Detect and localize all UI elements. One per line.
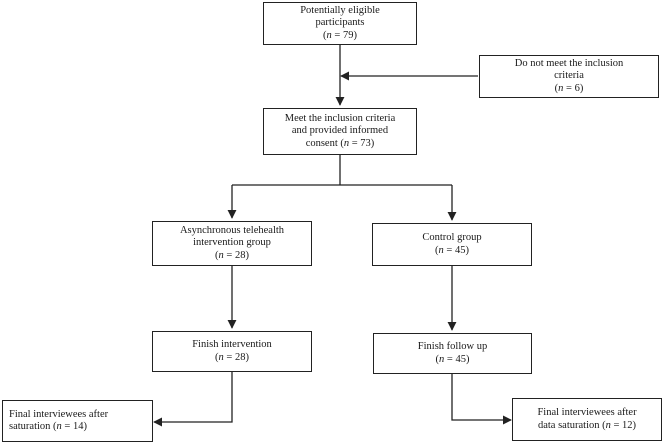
interviewees-intervention-n-symbol: n	[56, 421, 62, 432]
consented-line-3: consent (n = 73)	[306, 138, 375, 151]
eligible-count: (n = 79)	[323, 29, 357, 41]
eligible-n-value: = 79	[331, 29, 354, 41]
finish-followup-box: Finish follow up (n = 45)	[373, 333, 532, 374]
excluded-n-symbol: n	[558, 82, 564, 94]
control-group-box: Control group (n = 45)	[372, 223, 532, 266]
interviewees-control-line-1: Final interviewees after	[537, 407, 637, 418]
finish-intervention-line-1: Finish intervention	[192, 339, 272, 350]
interviewees-intervention-n-value: = 14)	[61, 421, 87, 432]
finish-followup-count: (n = 45)	[435, 353, 470, 365]
excluded-n-value: = 6	[563, 82, 580, 94]
intervention-group-count: (n = 28)	[215, 249, 249, 261]
consented-box: Meet the inclusion criteria and provided…	[263, 108, 417, 155]
control-group-count: (n = 45)	[435, 244, 469, 256]
interviewees-intervention-line-1: Final interviewees after	[9, 408, 109, 420]
interviewees-intervention-box: Final interviewees after saturation (n =…	[2, 400, 153, 442]
consented-n-value: = 73)	[349, 137, 375, 149]
interviewees-intervention-line-2-text: saturation (	[9, 421, 57, 432]
consented-line-2: and provided informed	[291, 125, 389, 137]
excluded-line-2: criteria	[554, 70, 584, 82]
finish-followup-n-value: = 45	[444, 353, 466, 365]
intervention-group-n-value: = 28	[223, 249, 246, 261]
eligible-line-1: Potentially eligible	[300, 4, 380, 16]
interviewees-control-n-value: = 12)	[610, 419, 637, 431]
excluded-line-1: Do not meet the inclusion	[514, 57, 624, 69]
arrow-to-interviewees-intervention	[153, 372, 233, 427]
eligible-line-2: participants	[315, 17, 365, 29]
interviewees-control-n-symbol: n	[605, 419, 611, 431]
finish-intervention-count: (n = 28)	[215, 351, 249, 363]
interviewees-control-line-2: data saturation (n = 12)	[538, 420, 636, 433]
excluded-box: Do not meet the inclusion criteria (n = …	[479, 55, 659, 98]
control-group-line-1: Control group	[422, 232, 482, 243]
intervention-group-line-2: intervention group	[193, 237, 271, 249]
finish-intervention-n-symbol: n	[218, 351, 224, 363]
interviewees-intervention-line-2: saturation (n = 14)	[9, 421, 87, 434]
finish-intervention-box: Finish intervention (n = 28)	[152, 331, 312, 372]
intervention-group-n-symbol: n	[218, 249, 224, 261]
excluded-count: (n = 6)	[554, 82, 584, 94]
control-group-n-value: = 45	[443, 244, 466, 256]
eligible-n-symbol: n	[326, 29, 332, 41]
control-group-n-symbol: n	[438, 244, 444, 256]
intervention-group-box: Asynchronous telehealth intervention gro…	[152, 221, 312, 266]
eligible-participants-box: Potentially eligible participants (n = 7…	[263, 2, 417, 45]
finish-followup-n-symbol: n	[439, 353, 445, 365]
consented-line-1: Meet the inclusion criteria	[284, 112, 396, 124]
finish-followup-line-1: Finish follow up	[417, 341, 488, 352]
intervention-group-line-1: Asynchronous telehealth	[179, 224, 285, 236]
arrow-to-interviewees-control	[451, 374, 512, 425]
finish-intervention-n-value: = 28	[223, 351, 246, 363]
consented-line-3-text: consent (	[305, 137, 344, 149]
interviewees-control-line-2-text: data saturation (	[537, 419, 606, 431]
consented-n-symbol: n	[343, 137, 350, 149]
interviewees-control-box: Final interviewees after data saturation…	[512, 398, 662, 441]
